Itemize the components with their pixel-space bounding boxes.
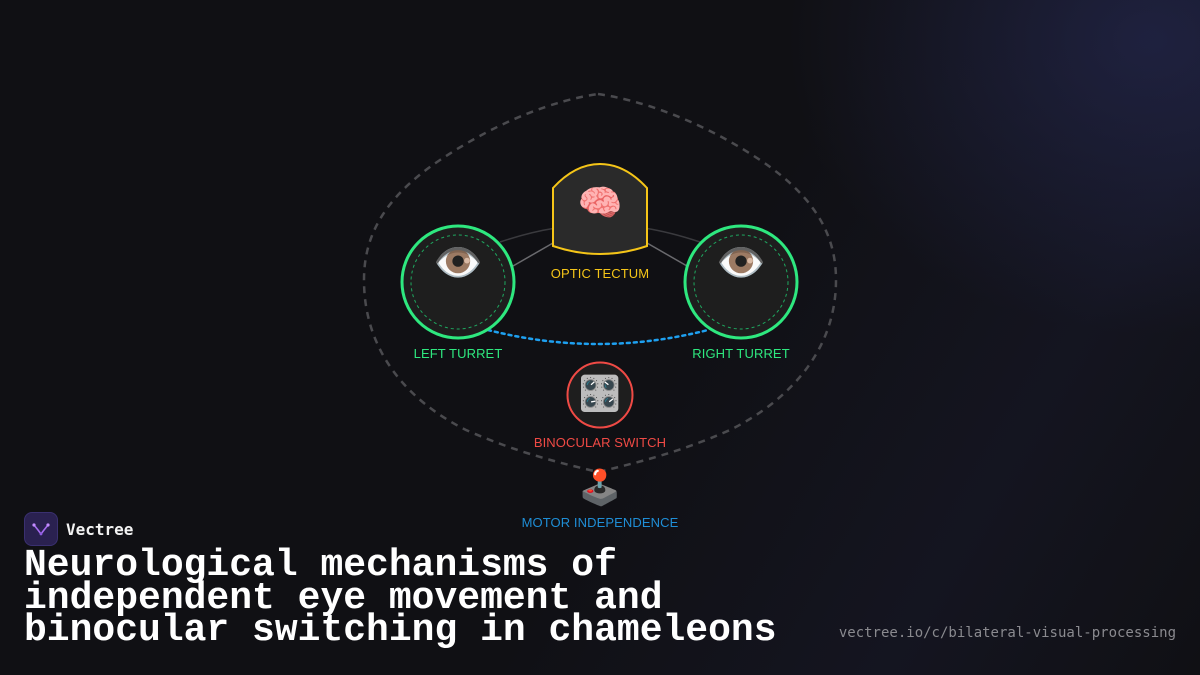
left-turret-label: LEFT TURRET bbox=[413, 346, 503, 361]
right-turret-node[interactable] bbox=[683, 224, 799, 340]
system-boundary bbox=[362, 92, 838, 474]
joystick-icon: 🕹️ bbox=[578, 468, 622, 508]
motor-independence-label: MOTOR INDEPENDENCE bbox=[521, 515, 679, 530]
right-turret-label: RIGHT TURRET bbox=[692, 346, 790, 361]
control-knobs-icon: 🎛️ bbox=[578, 374, 622, 414]
brain-icon: 🧠 bbox=[577, 183, 623, 224]
left-arc-connector bbox=[499, 227, 557, 243]
binocular-link bbox=[486, 328, 710, 346]
brand-name: Vectree bbox=[66, 519, 134, 539]
right-arc-connector bbox=[643, 227, 701, 243]
left-turret-node[interactable] bbox=[400, 224, 516, 340]
brand[interactable]: Vectree bbox=[24, 512, 133, 546]
binocular-switch-label: BINOCULAR SWITCH bbox=[533, 435, 667, 450]
page-title: Neurological mechanisms of independent e… bbox=[24, 544, 777, 652]
eye-icon: 👁️ bbox=[433, 240, 483, 286]
vectree-logo-icon bbox=[24, 512, 58, 546]
connector-tectum-right bbox=[646, 242, 688, 267]
optic-tectum-label: OPTIC TECTUM bbox=[550, 266, 650, 281]
eye-icon: 👁️ bbox=[716, 240, 766, 286]
binocular-switch-node[interactable] bbox=[566, 361, 634, 429]
connector-tectum-left bbox=[512, 242, 554, 267]
optic-tectum-node[interactable] bbox=[552, 162, 648, 255]
source-url[interactable]: vectree.io/c/bilateral-visual-processing bbox=[838, 625, 1176, 641]
